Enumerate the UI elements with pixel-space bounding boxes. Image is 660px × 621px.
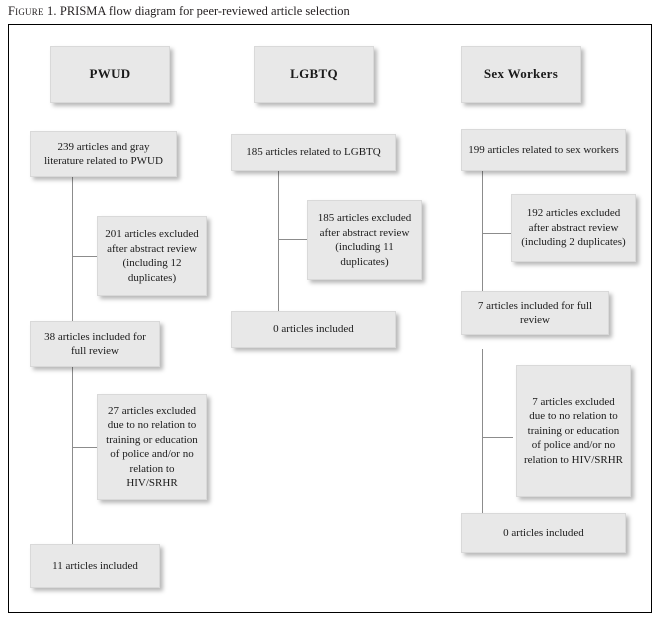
column-header-pwud: PWUD	[50, 46, 170, 103]
node-lgbtq-included-final: 0 articles included	[231, 311, 396, 348]
connector-lgbtq-vertical-1	[278, 168, 279, 328]
connector-sexworkers-branch-excluded-full-review	[482, 437, 513, 438]
node-pwud-identified-text: 239 articles and gray literature related…	[44, 140, 163, 168]
node-sexworkers-excluded-abstract-text: 192 articles excluded after abstract rev…	[521, 207, 626, 249]
column-header-lgbtq: LGBTQ	[254, 46, 374, 103]
node-lgbtq-included-final-text: 0 articles included	[273, 323, 354, 336]
node-lgbtq-identified-text: 185 articles related to LGBTQ	[246, 146, 381, 159]
connector-pwud-vertical-2	[72, 359, 73, 551]
node-sexworkers-excluded-full-review-text: 7 articles excluded due to no relation t…	[524, 395, 623, 466]
figure-caption: Figure 1. PRISMA flow diagram for peer-r…	[8, 3, 648, 19]
connector-sexworkers-vertical-2	[482, 349, 483, 521]
column-header-pwud-label: PWUD	[89, 66, 131, 82]
connector-sexworkers-vertical-1	[482, 168, 483, 307]
prisma-flow-diagram: PWUD 239 articles and gray literature re…	[8, 24, 652, 613]
node-pwud-excluded-full-review: 27 articles excluded due to no relation …	[97, 394, 207, 500]
node-sexworkers-identified-text: 199 articles related to sex workers	[468, 143, 619, 156]
node-pwud-excluded-abstract: 201 articles excluded after abstract rev…	[97, 216, 207, 296]
node-lgbtq-identified: 185 articles related to LGBTQ	[231, 134, 396, 171]
connector-sexworkers-branch-excluded-abstract	[482, 233, 513, 234]
connector-pwud-branch-excluded-full-review	[72, 447, 99, 448]
column-header-sex-workers: Sex Workers	[461, 46, 581, 103]
figure-caption-label: Figure 1.	[8, 4, 57, 18]
column-header-sex-workers-label: Sex Workers	[483, 66, 559, 82]
connector-lgbtq-branch-excluded-abstract	[278, 239, 309, 240]
connector-pwud-branch-excluded-abstract	[72, 256, 99, 257]
node-pwud-identified: 239 articles and gray literature related…	[30, 131, 177, 177]
node-lgbtq-excluded-abstract-text: 185 articles excluded after abstract rev…	[317, 212, 412, 268]
node-lgbtq-excluded-abstract: 185 articles excluded after abstract rev…	[307, 200, 422, 280]
node-pwud-excluded-full-review-text: 27 articles excluded due to no relation …	[106, 404, 198, 490]
node-pwud-included-full-review: 38 articles included for full review	[30, 321, 160, 367]
node-sexworkers-included-full-review-text: 7 articles included for full review	[477, 299, 593, 327]
node-sexworkers-included-final: 0 articles included	[461, 513, 626, 553]
column-header-lgbtq-label: LGBTQ	[290, 66, 338, 82]
node-sexworkers-included-full-review: 7 articles included for full review	[461, 291, 609, 335]
node-pwud-included-final: 11 articles included	[30, 544, 160, 588]
node-pwud-included-full-review-text: 38 articles included for full review	[44, 330, 146, 358]
node-pwud-excluded-abstract-text: 201 articles excluded after abstract rev…	[105, 228, 199, 284]
node-sexworkers-excluded-full-review: 7 articles excluded due to no relation t…	[516, 365, 631, 497]
node-sexworkers-excluded-abstract: 192 articles excluded after abstract rev…	[511, 194, 636, 262]
connector-pwud-vertical-1	[72, 168, 73, 328]
node-sexworkers-included-final-text: 0 articles included	[503, 526, 584, 539]
figure-caption-text: PRISMA flow diagram for peer-reviewed ar…	[59, 4, 350, 18]
node-pwud-included-final-text: 11 articles included	[52, 559, 138, 572]
node-sexworkers-identified: 199 articles related to sex workers	[461, 129, 626, 171]
